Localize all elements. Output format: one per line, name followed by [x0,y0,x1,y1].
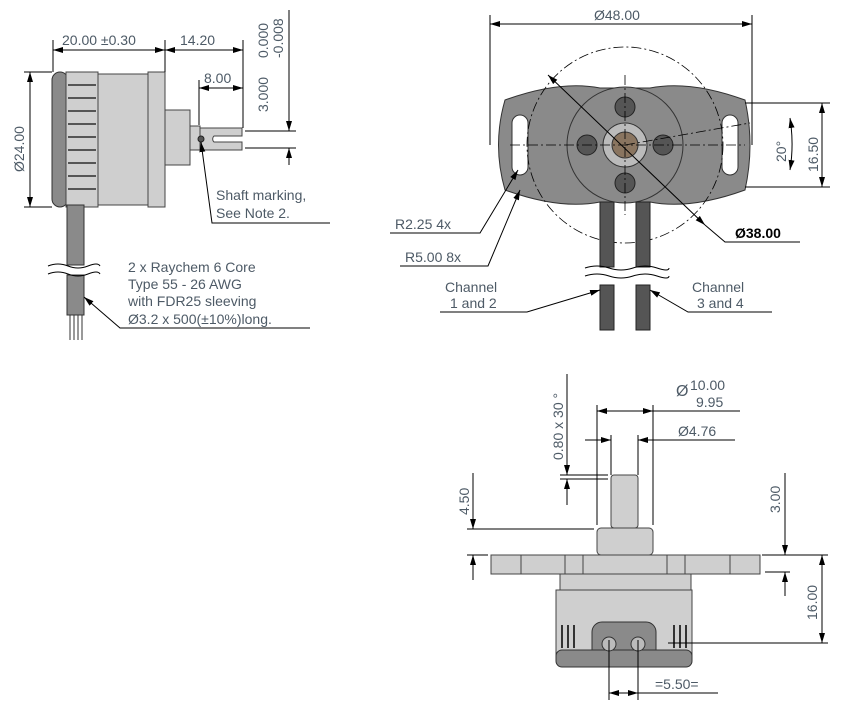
dim-shaft-height: 4.50 [456,488,472,515]
shaft [610,474,639,529]
cable-exit [591,621,657,651]
front-view: Ø48.00 Ø38.00 16.50 20° R2.25 4x R5.00 8… [390,7,830,331]
radius-note-1: R2.25 4x [395,216,451,232]
elevation-view: Ø 10.00 9.95 Ø4.76 0.80 x 30 ° 4.50 3.00… [456,374,828,700]
channel-3-4-line1: Channel [692,279,744,295]
cable-note-line3: with FDR25 sleeving [127,293,256,309]
radius-note-2: R5.00 8x [405,249,461,265]
cables-front [584,201,670,331]
dim-hub-dia-min: 9.95 [696,394,723,410]
dim-shaft-length: 14.20 [180,32,215,48]
shaft-note-line1: Shaft marking, [216,187,306,203]
side-view: 20.00 ±0.30 14.20 8.00 3.000 0.000 -0.00… [11,10,330,340]
shaft-note-line2: See Note 2. [216,205,290,221]
sensor-body-side [51,71,243,208]
dim-flange-thk: 3.00 [767,486,783,513]
dim-body-height: 16.00 [804,585,820,620]
cable-note-line2: Type 55 - 26 AWG [128,276,242,292]
dim-cable-pitch: =5.50= [655,676,699,692]
shaft-marking-dot [197,135,205,143]
dim-shaft-dia: 3.000 [255,77,271,112]
dim-hub-dia-symbol: Ø [676,383,688,400]
channel-1-2-line2: 1 and 2 [450,295,497,311]
dim-angle: 20° [773,141,789,162]
dim-shaft-tol-upper: 0.000 [255,23,271,58]
dim-shaft-tol-lower: -0.008 [270,18,286,58]
cable-note-line1: 2 x Raychem 6 Core [128,259,256,275]
hub [596,527,654,556]
dim-height: 16.50 [805,137,821,172]
dim-flange-width: Ø48.00 [594,7,640,23]
dim-length: 20.00 ±0.30 [62,32,136,48]
dim-chamfer: 0.80 x 30 ° [550,393,566,460]
dim-pcd: Ø38.00 [735,225,781,241]
dim-hub-dia-max: 10.00 [690,377,725,393]
cable-side [47,204,101,340]
dim-flat: Ø4.76 [678,423,716,439]
channel-3-4-line2: 3 and 4 [697,295,744,311]
flange [490,554,761,575]
cable-note-line4: Ø3.2 x 500(±10%)long. [128,311,272,327]
dim-body-dia: Ø24.00 [11,126,27,172]
dim-slot-length: 8.00 [204,70,231,86]
channel-1-2-line1: Channel [445,279,497,295]
